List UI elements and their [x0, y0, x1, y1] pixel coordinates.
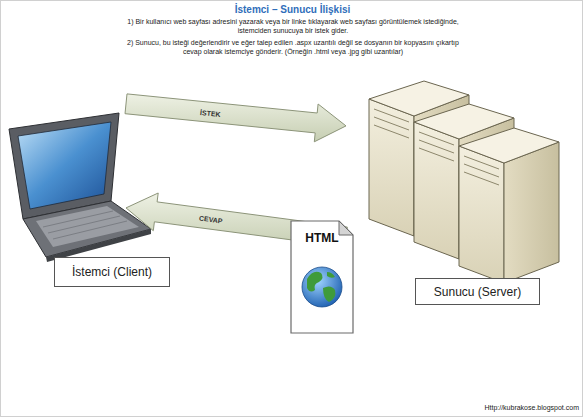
node-area: İstemci (Client): [1, 96, 126, 291]
laptop: [9, 113, 151, 262]
arrow-label: İSTEK: [200, 109, 221, 118]
explanation-note: 1) Bir kullanıcı web sayfası adresini ya…: [119, 17, 467, 35]
server-towers: [369, 81, 559, 283]
node-text: İstemci (Client): [72, 265, 152, 279]
flow-arrow: [125, 94, 346, 142]
label-box: Sunucu (Server): [415, 278, 540, 305]
node-area: Sunucu (Server): [346, 76, 574, 306]
label-box: İstemci (Client): [54, 257, 170, 287]
explanation-note: 2) Sunucu, bu isteği değerlendirir ve eğ…: [119, 38, 467, 56]
document-type: HTML: [291, 231, 353, 245]
watermark: Http://kubrakose.blogspot.com: [421, 403, 579, 412]
node-text: Sunucu (Server): [434, 285, 521, 299]
diagram-title: İstemci – Sunucu İlişkisi: [1, 4, 583, 15]
